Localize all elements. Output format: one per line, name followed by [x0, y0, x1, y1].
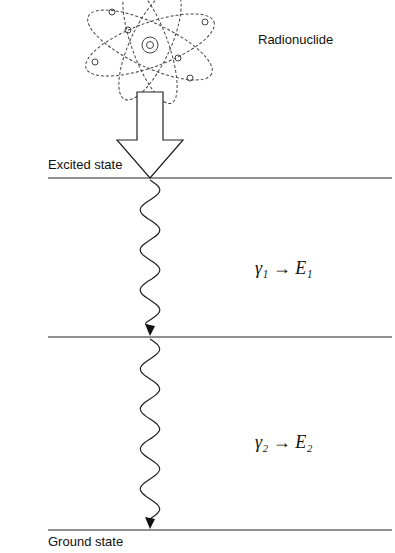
- level-label: Ground state: [48, 535, 123, 550]
- gamma-wave: [140, 180, 160, 326]
- intermediate-level: [48, 336, 392, 337]
- level-label: Excited state: [48, 158, 122, 173]
- ground-level: [48, 529, 392, 530]
- hollow-arrow: [117, 92, 183, 178]
- excited-level: [48, 177, 392, 178]
- gamma-label: γ₂ → E₂: [255, 432, 313, 453]
- gamma-label: γ₁ → E₁: [255, 258, 313, 279]
- energy-levels: [48, 178, 392, 530]
- atom-label: Radionuclide: [258, 33, 333, 48]
- gamma-arrowhead: [145, 517, 155, 529]
- gamma-wave: [140, 339, 159, 519]
- gamma-arrowhead: [145, 324, 155, 336]
